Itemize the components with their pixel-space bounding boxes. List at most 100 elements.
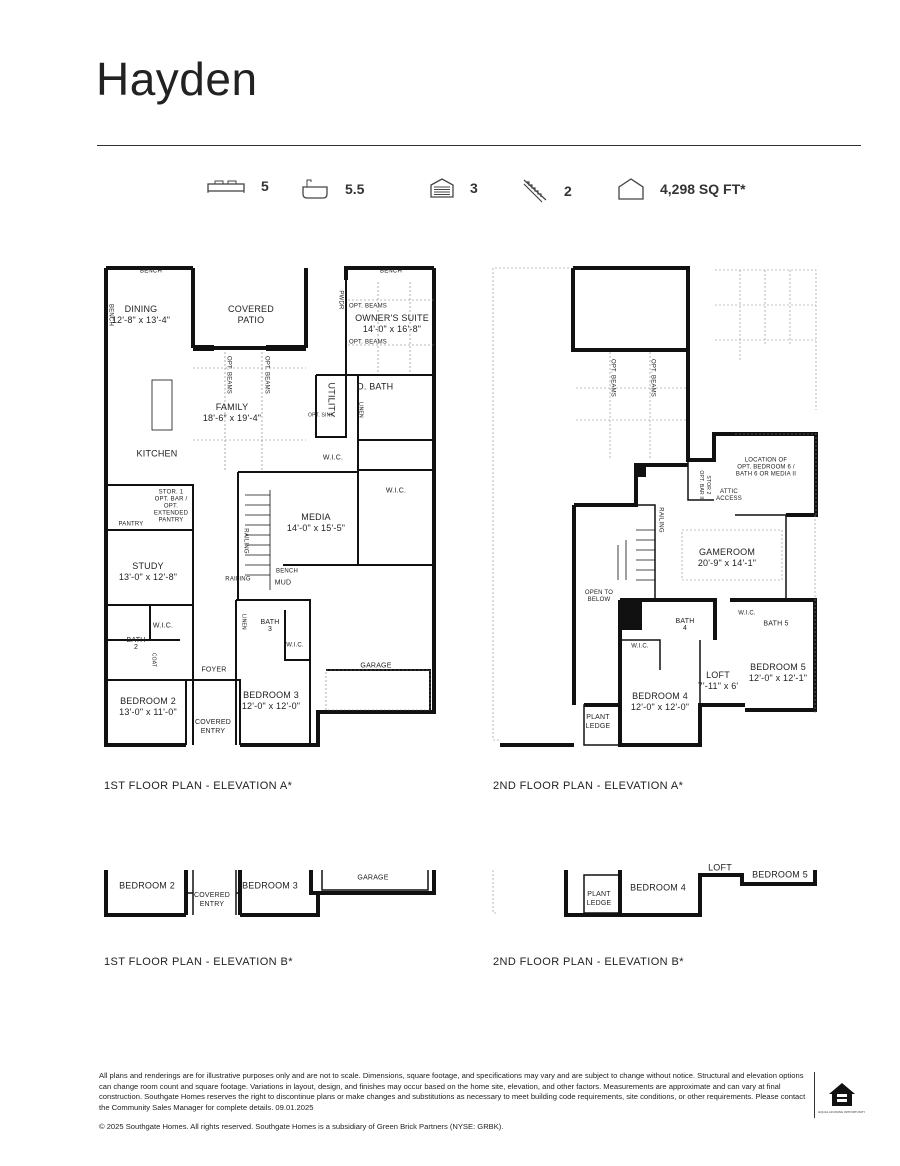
room-name: COVERED xyxy=(228,304,274,314)
floor-plan-caption: 1ST FLOOR PLAN - ELEVATION B* xyxy=(104,956,293,968)
room-name: STOR 2 xyxy=(705,475,711,495)
room-kitchen: KITCHEN xyxy=(136,448,178,459)
room-name: FAMILY xyxy=(215,402,249,412)
room-bedroom-4: BEDROOM 4 xyxy=(630,882,686,893)
room-mud: MUD xyxy=(274,579,292,587)
stat-bedrooms: 5 xyxy=(207,178,269,194)
room-name: MEDIA xyxy=(301,512,331,522)
room-wic: W.I.C. xyxy=(286,642,304,649)
room-name: BATH xyxy=(675,618,695,625)
opt-beams-label: OPT. BEAMS xyxy=(348,339,388,346)
house-icon xyxy=(618,178,644,200)
room-name: OWNER'S SUITE xyxy=(355,313,429,323)
note-line: LOCATION OF xyxy=(744,457,788,464)
room-bath-5: BATH 5 xyxy=(763,620,789,628)
room-dimensions: 12'-0" x 12'-0" xyxy=(241,701,301,711)
room-dimensions: 12'-0" x 12'-0" xyxy=(630,702,690,712)
room-pantry: PANTRY xyxy=(118,521,144,528)
bathtub-icon xyxy=(302,179,328,199)
room-wic: W.I.C. xyxy=(385,487,407,495)
room-note: OPT. BAR / xyxy=(154,496,188,503)
note-line: ATTIC xyxy=(720,489,738,495)
note-line: OPEN TO xyxy=(584,590,614,596)
bench-label: BENCH xyxy=(275,568,299,575)
room-bedroom-3: BEDROOM 3 xyxy=(242,880,298,891)
stat-stories: 2 xyxy=(522,178,572,204)
room-owners-bath: O. BATH xyxy=(356,381,394,392)
room-bedroom-5: BEDROOM 5 xyxy=(752,869,808,880)
garage-icon xyxy=(430,178,454,198)
sqft-value: 4,298 SQ FT* xyxy=(660,181,746,197)
note-line: PLANT xyxy=(586,714,610,721)
room-garage: GARAGE xyxy=(360,662,392,670)
equal-housing-logo: EQUAL HOUSING OPPORTUNITY xyxy=(814,1072,866,1118)
room-name: COVERED xyxy=(194,719,232,726)
bench-label: BENCH xyxy=(139,268,163,275)
room-powder: PWDR xyxy=(337,290,344,310)
room-dimensions: 18'-6" x 19'-4" xyxy=(202,413,262,423)
room-name: DINING xyxy=(124,304,158,314)
floor-plan-caption: 2ND FLOOR PLAN - ELEVATION A* xyxy=(493,780,684,792)
room-name: BEDROOM 2 xyxy=(120,696,176,706)
page-title: Hayden xyxy=(96,53,258,105)
linen-label: LINEN xyxy=(240,614,247,630)
room-name: ENTRY xyxy=(199,901,225,908)
opt-beams-label: OPT. BEAMS xyxy=(225,355,232,395)
room-wic: W.I.C. xyxy=(152,622,174,630)
note-line: ACCESS xyxy=(716,496,742,502)
coat-closet-label: COAT xyxy=(150,652,157,668)
opt-beams-label: OPT. BEAMS xyxy=(649,358,656,398)
bathrooms-value: 5.5 xyxy=(345,181,365,197)
room-number: 4 xyxy=(682,625,688,632)
room-bedroom-2: BEDROOM 2 xyxy=(119,880,175,891)
room-note: EXTENDED xyxy=(153,510,189,517)
note-line: BATH 6 OR MEDIA II xyxy=(735,471,797,478)
room-name: BEDROOM 3 xyxy=(243,690,299,700)
bench-label: BENCH xyxy=(379,268,403,275)
bedrooms-value: 5 xyxy=(261,178,269,194)
floor-plan-caption: 1ST FLOOR PLAN - ELEVATION A* xyxy=(104,780,293,792)
railing-label: RAILING xyxy=(242,528,249,554)
room-note: OPT. BAR II xyxy=(698,470,704,500)
room-number: 2 xyxy=(133,644,139,651)
note-line: LEDGE xyxy=(585,723,611,730)
equal-housing-text: EQUAL HOUSING OPPORTUNITY xyxy=(818,1110,865,1114)
room-covered-entry: COVERED ENTRY xyxy=(195,718,231,736)
opt-beams-label: OPT. BEAMS xyxy=(348,303,388,310)
note-line: LEDGE xyxy=(586,900,612,907)
room-dimensions: 13'-0" x 11'-0" xyxy=(119,707,177,717)
room-wic: W.I.C. xyxy=(631,643,649,650)
room-covered-entry: COVERED ENTRY xyxy=(194,891,230,909)
garage-value: 3 xyxy=(470,180,478,196)
divider xyxy=(97,145,861,146)
railing-label: RAILING xyxy=(225,576,251,583)
room-name: ENTRY xyxy=(200,728,226,735)
room-name: BATH xyxy=(126,637,146,644)
legal-disclaimer: All plans and renderings are for illustr… xyxy=(99,1071,806,1112)
bed-icon xyxy=(207,180,245,193)
room-number: 3 xyxy=(267,626,273,633)
room-loft: LOFT xyxy=(708,862,732,873)
equal-housing-icon: EQUAL HOUSING OPPORTUNITY xyxy=(818,1083,866,1114)
room-name: COVERED xyxy=(193,892,231,899)
room-note: OPT. xyxy=(163,503,179,510)
opt-beams-label: OPT. BEAMS xyxy=(263,355,270,395)
room-name: STUDY xyxy=(132,561,164,571)
room-dimensions: 13'-0" x 12'-8" xyxy=(118,572,178,582)
stories-value: 2 xyxy=(564,183,572,199)
